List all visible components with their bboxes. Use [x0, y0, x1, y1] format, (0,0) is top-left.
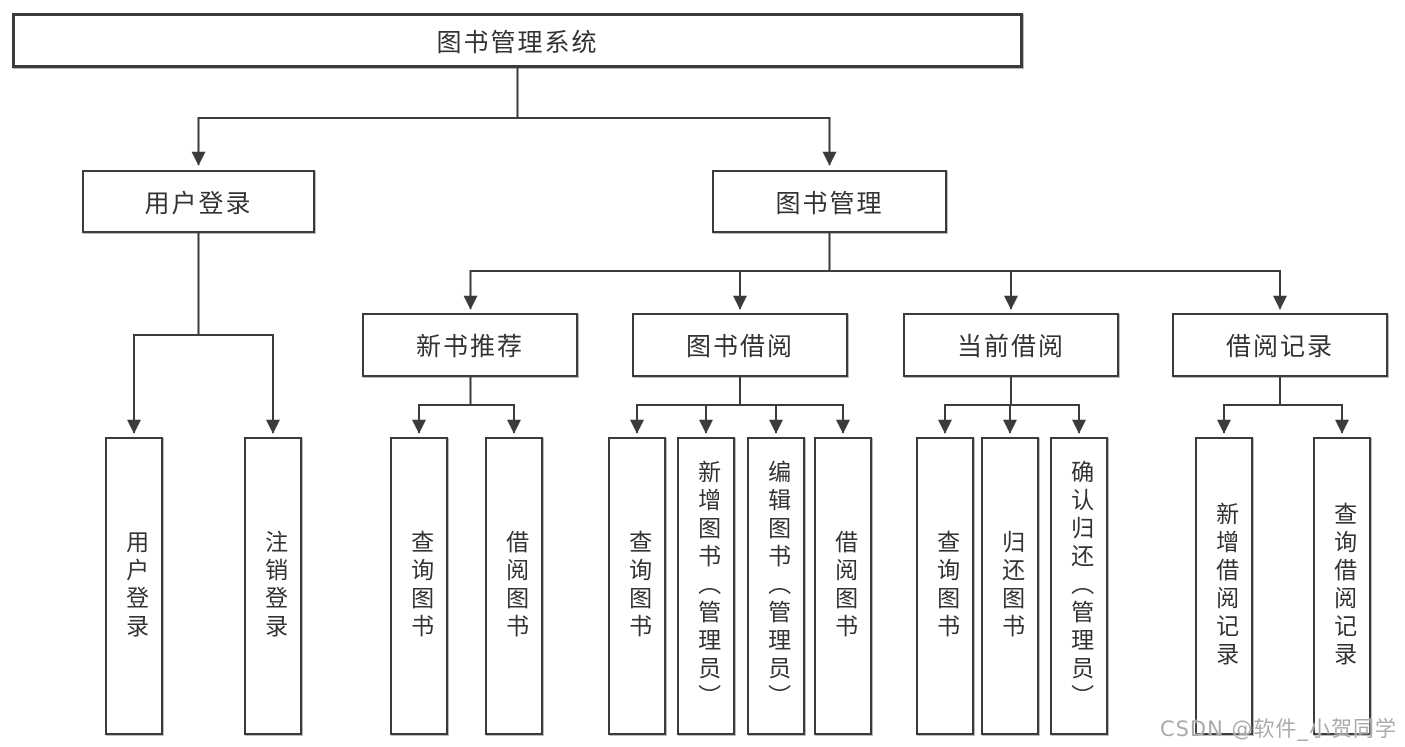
node-borrow-records: 借阅记录: [1172, 313, 1388, 377]
node-leaf-current-confirm-return-admin: 确认归还（管理员）: [1050, 437, 1108, 735]
leaf-label: 借阅图书: [501, 530, 528, 642]
leaf-label: 查询图书: [406, 530, 433, 642]
node-book-management-label: 图书管理: [775, 188, 884, 218]
node-root-label: 图书管理系统: [436, 27, 599, 57]
leaf-label: 新增图书（管理员）: [693, 460, 720, 712]
node-leaf-logout: 注销登录: [244, 437, 302, 735]
node-book-borrow-label: 图书借阅: [685, 332, 794, 361]
node-leaf-current-query-books: 查询图书: [916, 437, 974, 735]
node-leaf-current-return-books: 归还图书: [981, 437, 1039, 735]
node-leaf-records-query-record: 查询借阅记录: [1313, 437, 1371, 735]
leaf-label: 用户登录: [121, 530, 148, 642]
csdn-watermark: CSDN @软件_小贺同学: [1159, 717, 1397, 741]
node-current-borrow: 当前借阅: [903, 313, 1119, 377]
node-leaf-recommend-query-books: 查询图书: [390, 437, 448, 735]
leaf-label: 归还图书: [997, 530, 1024, 642]
node-leaf-borrow-query-books: 查询图书: [608, 437, 666, 735]
node-current-borrow-label: 当前借阅: [956, 332, 1065, 361]
node-leaf-records-add-record: 新增借阅记录: [1195, 437, 1253, 735]
node-book-borrow: 图书借阅: [632, 313, 848, 377]
leaf-label: 查询借阅记录: [1329, 502, 1356, 670]
node-borrow-records-label: 借阅记录: [1225, 332, 1334, 361]
leaf-label: 确认归还（管理员）: [1066, 460, 1093, 712]
leaf-label: 借阅图书: [830, 530, 857, 642]
node-leaf-borrow-add-books-admin: 新增图书（管理员）: [677, 437, 735, 735]
leaf-label: 查询图书: [624, 530, 651, 642]
node-new-book-recommend: 新书推荐: [362, 313, 578, 377]
node-leaf-recommend-borrow-books: 借阅图书: [485, 437, 543, 735]
leaf-label: 注销登录: [260, 530, 287, 642]
node-leaf-borrow-edit-books-admin: 编辑图书（管理员）: [747, 437, 805, 735]
node-root: 图书管理系统: [12, 13, 1023, 68]
leaf-label: 新增借阅记录: [1211, 502, 1238, 670]
leaf-label: 查询图书: [932, 530, 959, 642]
node-leaf-borrow-borrow-books: 借阅图书: [814, 437, 872, 735]
node-book-management: 图书管理: [712, 170, 947, 233]
node-user-login: 用户登录: [82, 170, 315, 233]
node-new-book-recommend-label: 新书推荐: [415, 332, 524, 361]
node-leaf-user-login: 用户登录: [105, 437, 163, 735]
leaf-label: 编辑图书（管理员）: [763, 460, 790, 712]
node-user-login-label: 用户登录: [144, 188, 253, 218]
